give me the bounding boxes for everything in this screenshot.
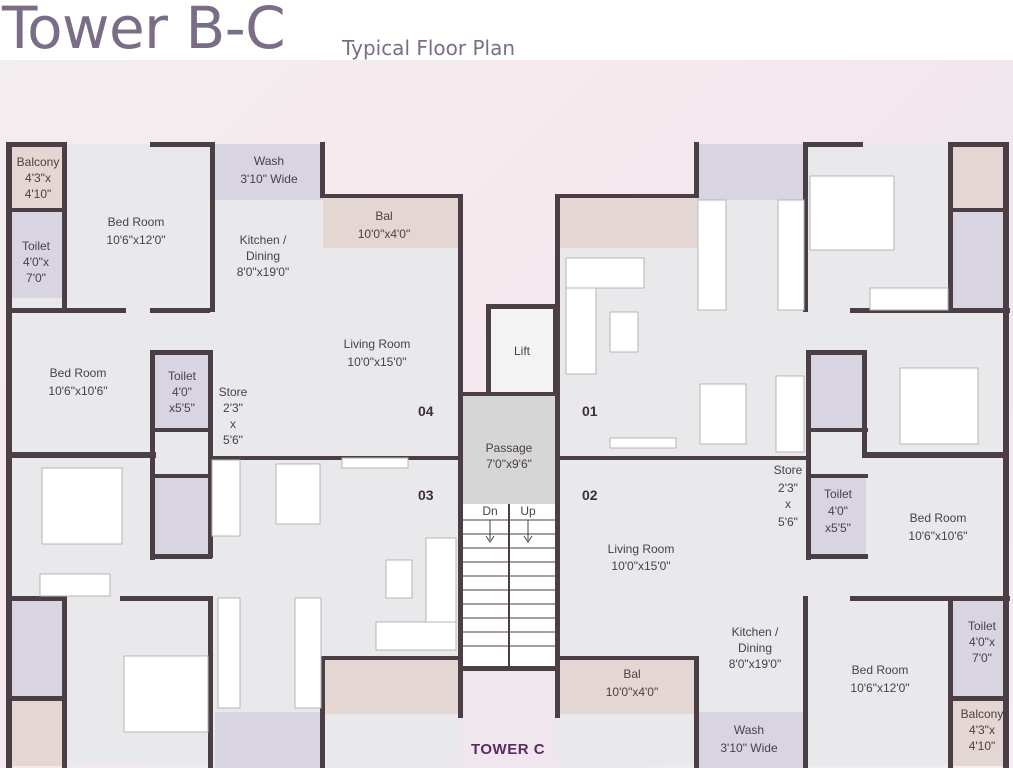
room-size: 5'6" (223, 433, 243, 447)
room-size: 7'0" (972, 651, 992, 665)
room-name: Dining (738, 641, 772, 655)
room-name: Toilet (22, 239, 51, 253)
room-size: 10'6"x10'6" (48, 384, 107, 398)
room-size: 4'3"x (25, 171, 51, 185)
stairs-up-label: Up (520, 504, 536, 518)
passage-size: 7'0"x9'6" (486, 457, 532, 471)
stairs-down-label: Dn (482, 504, 497, 518)
room-size: 4'0"x (969, 635, 995, 649)
room-name: Wash (734, 723, 764, 737)
lift-label: Lift (514, 344, 531, 358)
tower-label: TOWER C (471, 741, 546, 758)
room-size: 10'0"x15'0" (347, 355, 406, 369)
room-size: x (230, 417, 236, 431)
room-name: Store (774, 463, 803, 477)
room-size: 4'0" (828, 504, 848, 518)
room-name: Bal (375, 209, 392, 223)
room-name: Bed Room (50, 366, 107, 380)
room-name: Balcony (961, 707, 1004, 721)
room-name: Living Room (608, 542, 675, 556)
room-size: 8'0"x19'0" (237, 265, 289, 279)
room-size: 3'10" Wide (240, 172, 298, 186)
staircase (463, 504, 555, 666)
room-name: Wash (254, 154, 284, 168)
room-name: Toilet (968, 619, 997, 633)
room-name: Toilet (168, 369, 197, 383)
floor-fills (8, 144, 1009, 768)
room-name: Bal (623, 667, 640, 681)
room-size: 10'0"x4'0" (358, 227, 410, 241)
room-size: 10'6"x12'0" (850, 681, 909, 695)
room-size: 4'10" (969, 739, 996, 753)
room-size: 4'3"x (969, 723, 995, 737)
room-name: Toilet (824, 487, 853, 501)
room-size: 2'3" (778, 481, 798, 495)
room-name: Bed Room (910, 511, 967, 525)
room-size: 4'10" (25, 187, 52, 201)
room-name: Balcony (17, 155, 60, 169)
room-size: 3'10" Wide (720, 741, 778, 755)
room-name: Kitchen / (732, 625, 779, 639)
page-subtitle: Typical Floor Plan (342, 36, 516, 60)
room-size: 4'0" (172, 385, 192, 399)
room-size: 10'6"x10'6" (908, 529, 967, 543)
room-size: 10'0"x4'0" (606, 685, 658, 699)
unit-04-number: 04 (418, 403, 434, 419)
room-name: Living Room (344, 337, 411, 351)
furniture (39, 175, 979, 733)
unit-01-number: 01 (582, 403, 598, 419)
room-size: x5'5" (169, 401, 195, 415)
room-size: 10'0"x15'0" (611, 559, 670, 573)
unit-02-number: 02 (582, 487, 598, 503)
walls (6, 142, 1010, 768)
room-name: Store (219, 385, 248, 399)
room-name: Bed Room (852, 663, 909, 677)
page-title: Tower B-C (2, 0, 286, 62)
room-name: Bed Room (108, 215, 165, 229)
room-size: x5'5" (825, 521, 851, 535)
passage-label: Passage (486, 441, 533, 455)
room-size: 4'0"x (23, 255, 49, 269)
room-size: 7'0" (26, 271, 46, 285)
room-size: 5'6" (778, 515, 798, 529)
room-name: Dining (246, 249, 280, 263)
header-band (0, 0, 1013, 60)
room-size: 10'6"x12'0" (106, 233, 165, 247)
room-size: x (785, 497, 791, 511)
room-size: 2'3" (223, 401, 243, 415)
unit-03-number: 03 (418, 487, 434, 503)
room-size: 8'0"x19'0" (729, 657, 781, 671)
room-name: Kitchen / (240, 233, 287, 247)
